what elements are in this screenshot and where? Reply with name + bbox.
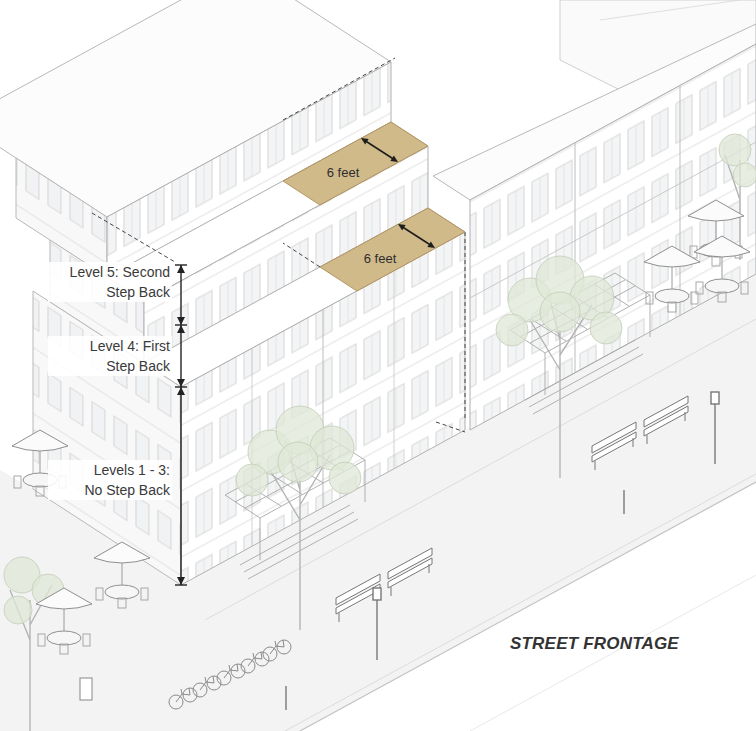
setback-fill <box>283 122 428 205</box>
arrow-head <box>390 156 398 162</box>
setback-shape <box>283 122 428 205</box>
setback-strip: 6 feet <box>320 208 465 291</box>
level-label: Level 5: Second Step Back <box>48 262 172 302</box>
level-label: Levels 1 - 3: No Step Back <box>48 460 172 500</box>
arrow-head <box>398 224 406 230</box>
dimension-line <box>364 140 395 160</box>
setback-strip: 6 feet <box>283 122 428 205</box>
setback-fill <box>320 208 465 291</box>
setback-shape <box>320 208 465 291</box>
arrow-head <box>361 138 369 144</box>
street-label: STREET FRONTAGE <box>510 634 679 654</box>
level-label: Level 4: First Step Back <box>48 336 172 376</box>
dimension-line <box>401 226 432 246</box>
dimension-label: 6 feet <box>327 165 360 181</box>
arrow-head <box>427 242 435 248</box>
dimension-label: 6 feet <box>364 251 397 267</box>
